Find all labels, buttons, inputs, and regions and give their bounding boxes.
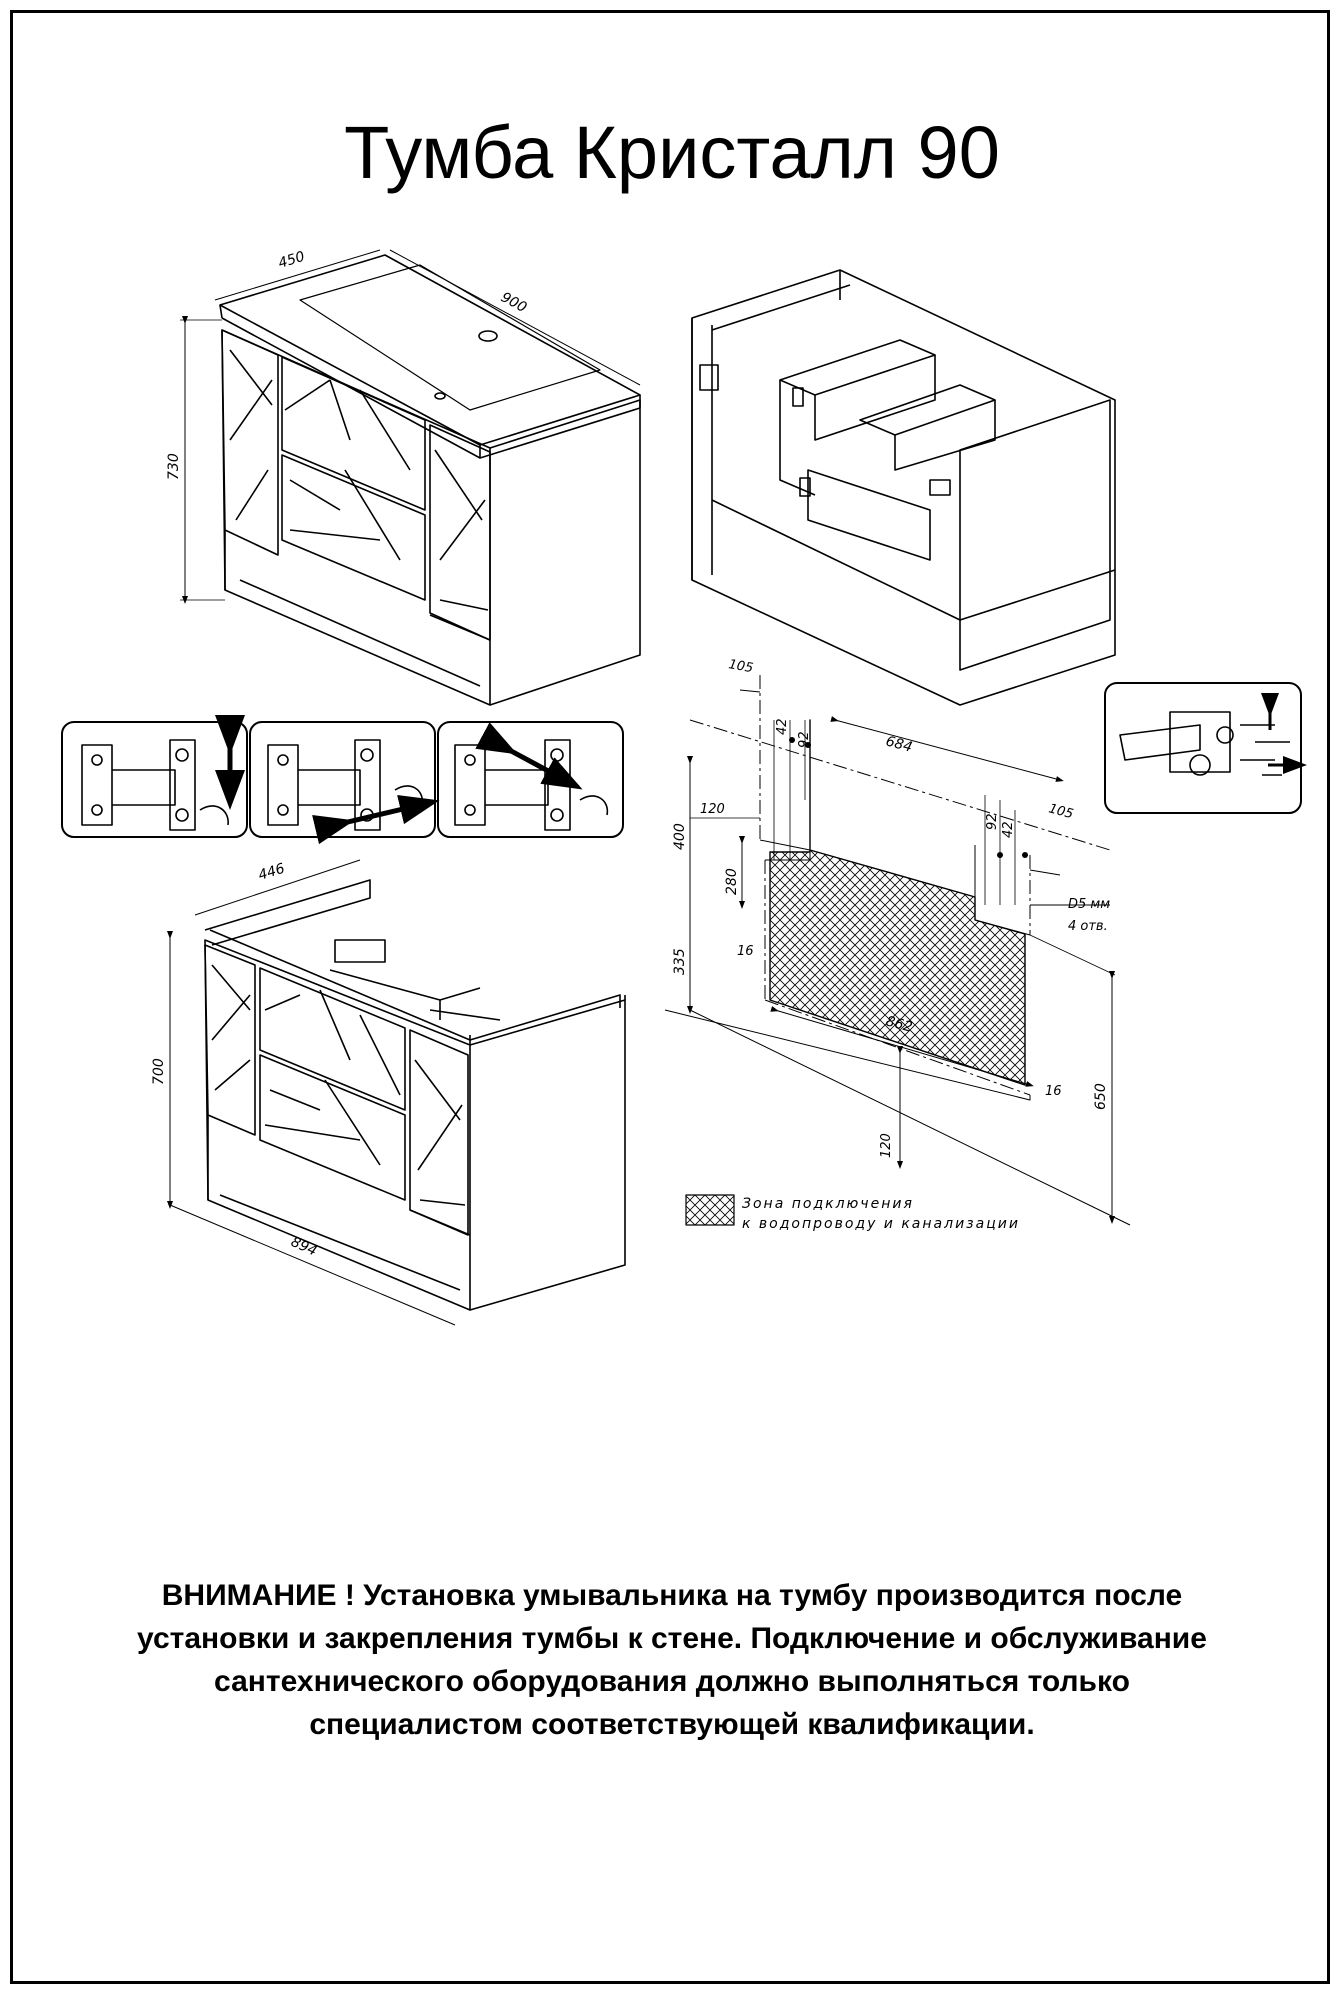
dim-16-left: 16 bbox=[737, 944, 754, 959]
dim-335: 335 bbox=[672, 948, 688, 975]
dim-depth-label: 450 bbox=[276, 249, 306, 272]
hinge-adjust-panels bbox=[61, 715, 624, 845]
dim-280: 280 bbox=[724, 868, 740, 895]
warning-line-1: ВНИМАНИЕ ! Установка умывальника на тумб… bbox=[161, 1579, 1183, 1612]
dim-120-bottom: 120 bbox=[879, 1133, 894, 1158]
warning-text: ВНИМАНИЕ ! Установка умывальника на тумб… bbox=[20, 1574, 1324, 1746]
warning-line-4: специалистом соответствующей квалификаци… bbox=[309, 1708, 1035, 1741]
legend-line2: к водопроводу и канализации bbox=[742, 1216, 1020, 1232]
cabinet-bottom-view: 446 700 894 bbox=[151, 859, 626, 1326]
page-border bbox=[10, 10, 1330, 1984]
page-title: Тумба Кристалл 90 bbox=[344, 111, 1000, 194]
dim-120-left: 120 bbox=[700, 802, 725, 817]
hinge-detail-panel bbox=[1104, 682, 1301, 814]
cabinet-open-view bbox=[691, 269, 1116, 706]
dim-684: 684 bbox=[884, 733, 914, 755]
legend-hatch-swatch bbox=[685, 1194, 735, 1226]
legend-line1: Зона подключения bbox=[742, 1196, 914, 1212]
dim-height-bottom: 700 bbox=[151, 1058, 167, 1085]
dim-42-top: 42 bbox=[775, 718, 790, 735]
wall-mounting-plan: 105 42 92 684 105 92 42 120 400 280 335 … bbox=[664, 657, 1131, 1232]
dim-92-top: 92 bbox=[797, 731, 812, 748]
dim-650: 650 bbox=[1093, 1083, 1109, 1110]
hole-count-label: 4 отв. bbox=[1068, 919, 1108, 934]
hinge-vertical-adjust-icon bbox=[81, 715, 245, 831]
warning-line-2: установки и закрепления тумбы к стене. П… bbox=[137, 1622, 1207, 1655]
dim-105-right: 105 bbox=[1047, 801, 1075, 822]
hinge-depth-adjust-icon bbox=[454, 722, 609, 831]
dim-height-label: 730 bbox=[166, 453, 182, 480]
dim-92-right: 92 bbox=[985, 813, 1000, 830]
dim-width-bottom: 894 bbox=[288, 1234, 319, 1259]
dim-depth-bottom: 446 bbox=[256, 861, 286, 884]
dim-16-right: 16 bbox=[1045, 1084, 1062, 1099]
dim-862: 862 bbox=[884, 1013, 914, 1035]
hole-diameter-label: D5 мм bbox=[1068, 897, 1110, 912]
dim-42-right: 42 bbox=[1001, 821, 1016, 838]
dim-400: 400 bbox=[672, 823, 688, 850]
warning-line-3: сантехнического оборудования должно выпо… bbox=[214, 1665, 1130, 1698]
dim-105-top: 105 bbox=[727, 657, 754, 676]
dim-width-label: 900 bbox=[498, 289, 529, 316]
cabinet-isometric-view: 450 900 730 bbox=[166, 249, 641, 706]
hinge-horizontal-adjust-icon bbox=[267, 739, 440, 845]
